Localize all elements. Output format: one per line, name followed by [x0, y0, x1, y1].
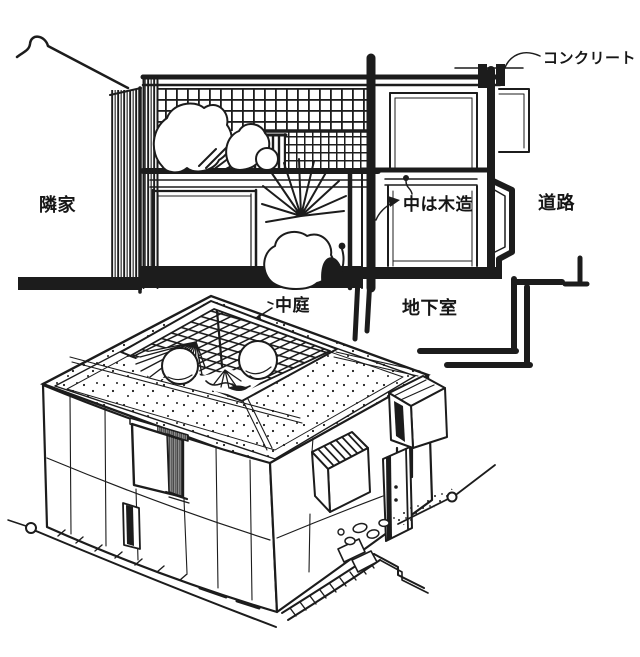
entrance-canopy: [388, 375, 448, 481]
leader-line: [501, 51, 541, 81]
annotation-wood: 中は木造: [375, 194, 473, 221]
annotation-concrete: コンクリート: [501, 50, 636, 81]
awning-side: [311, 451, 331, 513]
mesh-corner: [215, 309, 224, 368]
section-drawing: コンクリート 隣家 道路 中は木造 地下室 中庭: [15, 35, 636, 368]
tree: [161, 347, 199, 385]
step-stone: [351, 550, 378, 573]
bush: [255, 147, 279, 171]
wooden-interior: [359, 92, 494, 267]
neighbor-wall: [110, 90, 141, 290]
courtyard-bush: [263, 230, 335, 290]
canopy-inset: [394, 401, 405, 442]
small-fan: [213, 369, 242, 389]
street-step-wall: [488, 177, 515, 276]
paving-strip: [392, 486, 458, 528]
ground-marker: [446, 491, 458, 503]
window-shutter: [166, 432, 184, 499]
panel-joints: [46, 394, 271, 601]
bush: [152, 102, 233, 174]
panel-joint: [276, 495, 384, 539]
label-basement: 地下室: [402, 297, 458, 318]
door-knob: [394, 485, 398, 489]
facade-window: [129, 417, 190, 504]
flap-hatch: [157, 426, 188, 441]
ground-marker: [25, 522, 37, 534]
street-ground: [511, 255, 590, 287]
arrowhead: [388, 196, 400, 207]
label-road: 道路: [538, 192, 575, 213]
ground-line: [397, 498, 449, 525]
annotation-road: 道路: [538, 192, 575, 213]
house-left-wall: [142, 77, 159, 289]
shadow-blob: [228, 385, 248, 391]
label-wood-interior: 中は木造: [403, 194, 473, 214]
palm-fronds: [261, 158, 347, 223]
sprout-stem: [330, 248, 345, 287]
parapet-cap: [478, 64, 487, 88]
sprout-tip: [338, 242, 346, 250]
bay-box: [498, 88, 530, 153]
concrete-shell: [366, 53, 530, 293]
ground-and-steps: [7, 464, 496, 628]
annotation-neighbor: 隣家: [39, 194, 76, 215]
louver-awning: [311, 431, 371, 513]
door-jamb: [386, 456, 392, 540]
terrace-planting: [152, 102, 279, 174]
awning-slats: [317, 433, 365, 467]
courtyard-section: [261, 158, 363, 291]
neighbor-house: [15, 35, 142, 294]
shadow-blob: [321, 257, 344, 288]
roof-courtyard: [120, 300, 338, 402]
annotation-basement: 地下室: [402, 297, 458, 318]
axonometric-drawing: [7, 294, 496, 628]
ground-line: [18, 266, 502, 290]
garden-rocks: [337, 518, 390, 546]
entry-steps: [373, 553, 425, 589]
left-room: [151, 188, 258, 270]
roof-floor-slab: [140, 168, 381, 188]
wall-marker-dot: [403, 175, 409, 181]
roof-seams: [69, 351, 421, 451]
label-neighbor: 隣家: [39, 194, 76, 215]
neighbor-roof-line: [15, 35, 130, 90]
facade-slit-window: [122, 502, 141, 550]
parapet-cap: [496, 64, 505, 86]
door-knob: [394, 498, 398, 502]
base-curb: [35, 530, 277, 628]
front-left-facade: [41, 383, 279, 614]
label-concrete: コンクリート: [543, 50, 636, 67]
curb-ticks: [57, 529, 188, 581]
label-courtyard: 中庭: [275, 295, 310, 315]
basement-walls: [352, 276, 533, 368]
